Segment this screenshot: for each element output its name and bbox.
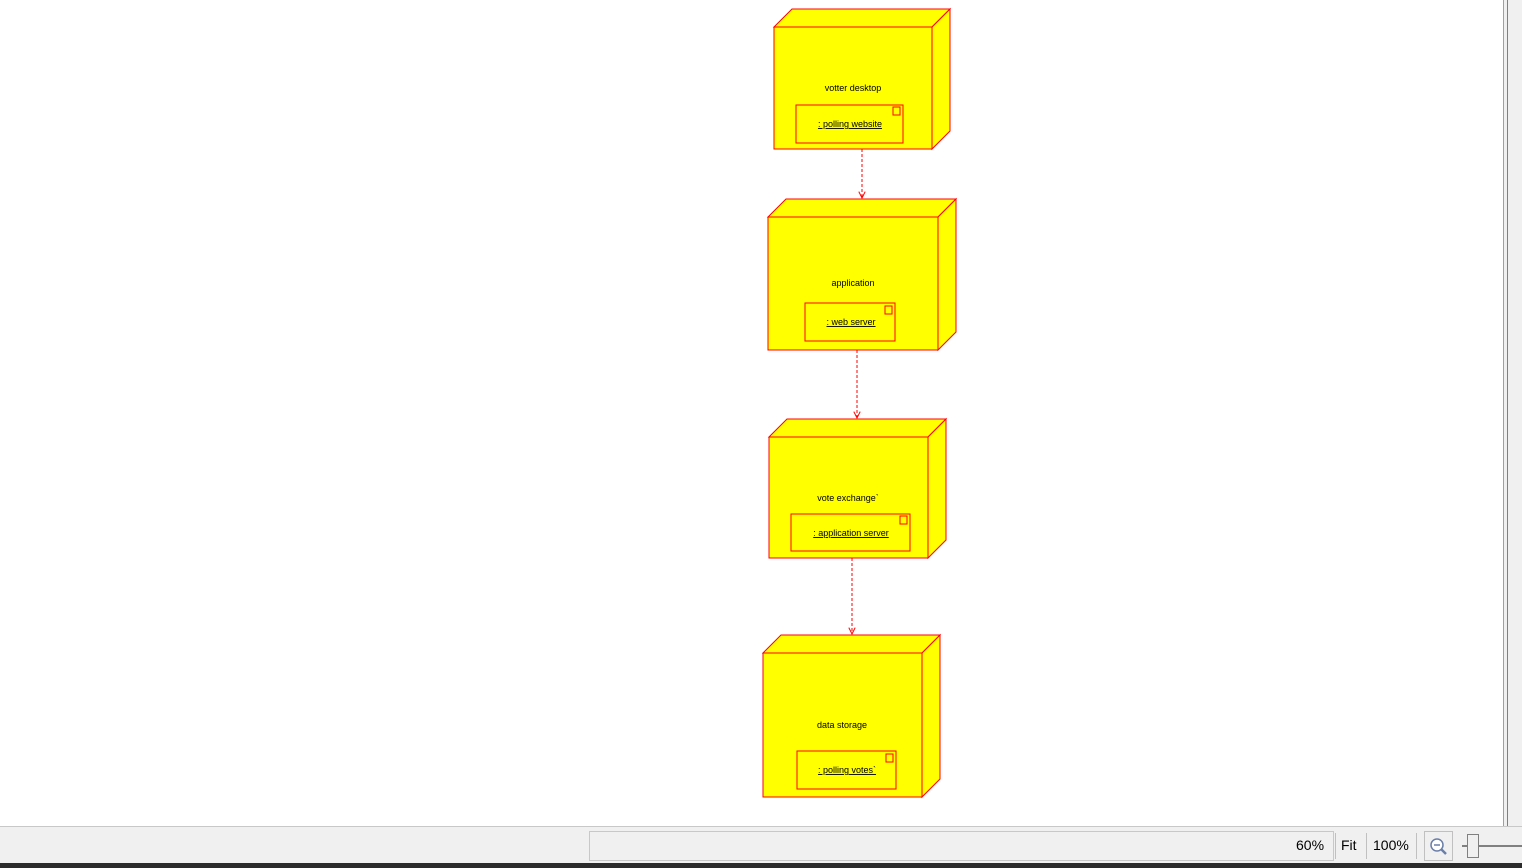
divider — [1416, 833, 1417, 859]
divider — [1366, 833, 1367, 859]
node-label: vote exchange` — [817, 493, 879, 503]
node-top-face — [767, 418, 948, 438]
component-box[interactable]: : web server — [804, 302, 896, 342]
deployment-node[interactable]: data storage : polling votes` — [761, 633, 942, 799]
zoom-out-button[interactable] — [1424, 831, 1453, 861]
scrollbar-edge — [1507, 0, 1508, 826]
status-bar: 60% Fit 100% — [0, 826, 1522, 863]
node-label: votter desktop — [825, 83, 882, 93]
component-icon — [884, 305, 893, 315]
node-side-face — [937, 197, 957, 352]
node-side-face — [931, 7, 951, 151]
component-box[interactable]: : polling website — [795, 104, 904, 144]
component-label: : polling votes` — [818, 765, 876, 775]
component-label: : application server — [813, 528, 889, 538]
actual-size-button[interactable]: 100% — [1373, 837, 1409, 853]
taskbar-edge — [0, 863, 1522, 868]
node-top-face — [761, 634, 942, 654]
node-side-face — [921, 633, 941, 799]
divider — [1335, 833, 1336, 859]
node-top-face — [766, 198, 958, 218]
node-label: application — [831, 278, 874, 288]
magnifier-minus-icon — [1430, 838, 1447, 855]
zoom-slider-track[interactable] — [1462, 845, 1522, 847]
node-side-face — [927, 417, 947, 560]
deployment-diagram: votter desktop : polling website applica… — [761, 7, 958, 799]
component-label: : web server — [826, 317, 875, 327]
zoom-slider-thumb[interactable] — [1467, 834, 1479, 858]
node-top-face — [772, 8, 952, 28]
deployment-node[interactable]: vote exchange` : application server — [767, 417, 948, 560]
deployment-node[interactable]: votter desktop : polling website — [772, 7, 952, 151]
status-message-area — [589, 831, 1334, 861]
zoom-level: 60% — [1296, 837, 1325, 853]
component-label: : polling website — [818, 119, 882, 129]
component-icon — [892, 106, 901, 116]
component-icon — [885, 753, 894, 763]
vertical-scrollbar[interactable] — [1503, 0, 1522, 826]
node-label: data storage — [817, 720, 867, 730]
deployment-node[interactable]: application : web server — [766, 197, 958, 352]
component-box[interactable]: : polling votes` — [796, 750, 897, 790]
fit-button[interactable]: Fit — [1341, 837, 1357, 853]
component-box[interactable]: : application server — [790, 513, 911, 552]
diagram-canvas[interactable]: votter desktop : polling website applica… — [0, 0, 1503, 826]
component-icon — [899, 515, 908, 525]
